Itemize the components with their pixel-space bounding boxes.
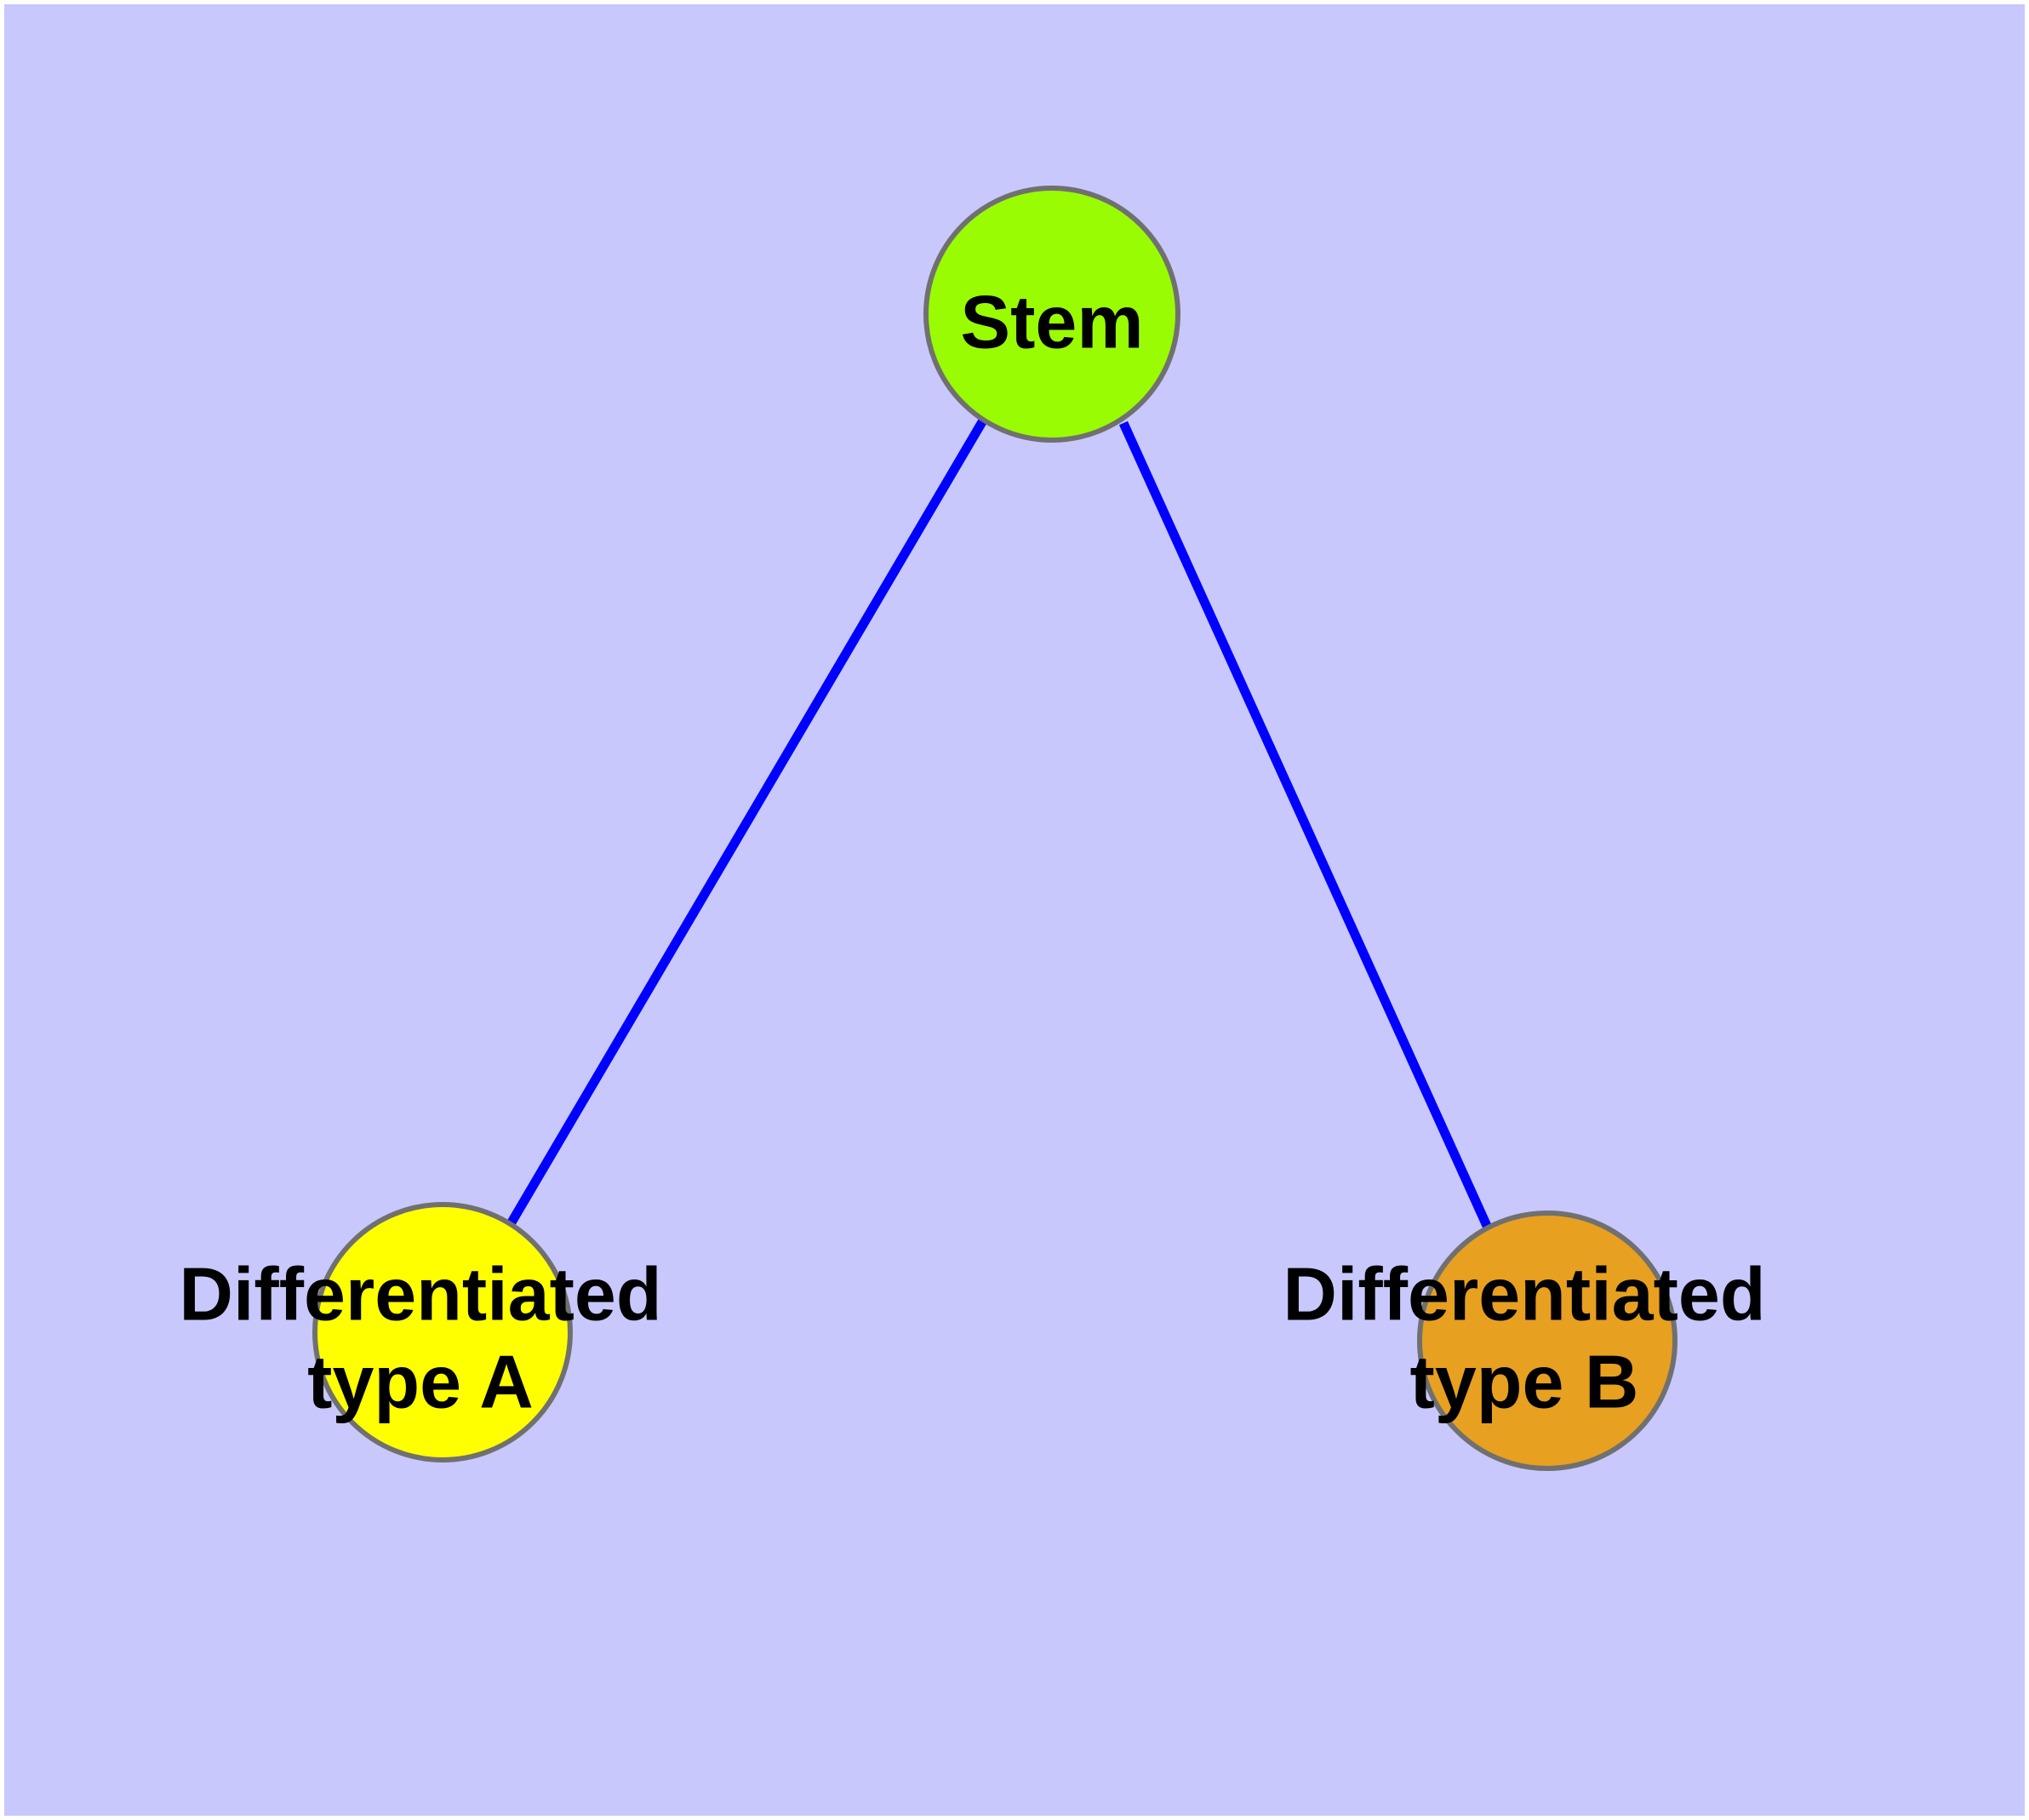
node-differentiated-type-a-label-line2: type A (307, 1339, 534, 1423)
node-differentiated-type-a-label-line1: Differentiated (179, 1251, 661, 1336)
node-layer: Stem Differentiated type A Differentiate… (179, 186, 1766, 1471)
node-stem-circle[interactable] (923, 186, 1180, 443)
network-graph: Stem Differentiated type A Differentiate… (179, 186, 1766, 1471)
node-stem-label: Stem (960, 279, 1143, 363)
node-stem[interactable]: Stem (923, 186, 1180, 443)
node-differentiated-type-a[interactable]: Differentiated type A (179, 1202, 662, 1462)
node-differentiated-type-b-label-line2: type B (1410, 1339, 1639, 1423)
edge-layer (507, 418, 1492, 1228)
node-differentiated-type-b-circle[interactable] (1417, 1210, 1677, 1471)
edge-stem-to-differentiated-type-b (1118, 421, 1492, 1228)
edge-stem-to-differentiated-type-a (507, 418, 987, 1225)
node-differentiated-type-b-label-line1: Differentiated (1283, 1251, 1765, 1336)
node-differentiated-type-b[interactable]: Differentiated type B (1283, 1210, 1766, 1471)
node-differentiated-type-a-circle[interactable] (312, 1202, 573, 1462)
graph-plot-area: Stem Differentiated type A Differentiate… (4, 4, 2025, 1816)
